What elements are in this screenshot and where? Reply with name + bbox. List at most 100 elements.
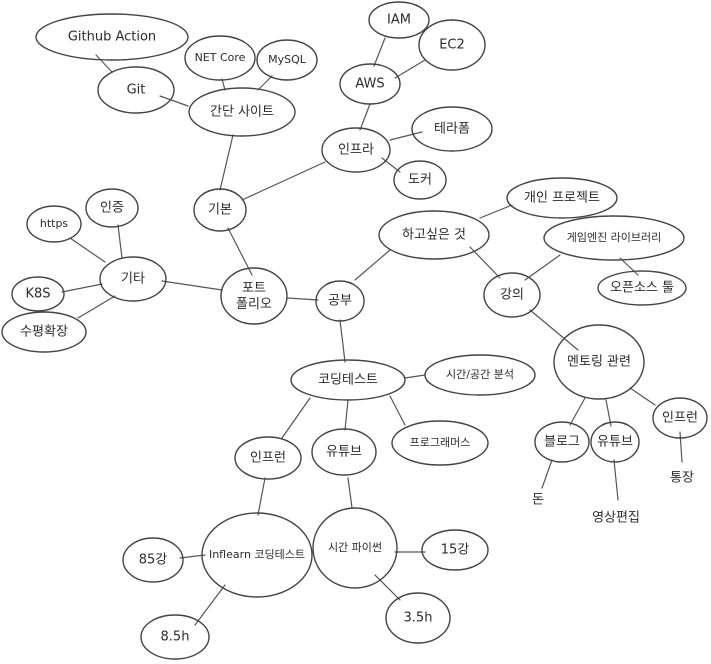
node-horizontal-scaling-label: 수평확장 [20,325,68,340]
node-youtube[interactable]: 유튜브 [311,428,377,476]
edge-aws-iam [373,37,386,67]
node-want[interactable]: 하고싶은 것 [378,210,490,260]
node-hours-35[interactable]: 3.5h [385,592,451,644]
node-coding-test-label: 코딩테스트 [318,373,378,388]
node-programmers[interactable]: 프로그래머스 [391,420,489,466]
node-mysql[interactable]: MySQL [256,39,318,81]
edge-want-personal [479,204,513,219]
edge-center-want [354,249,391,281]
edge-youtube-time [347,477,353,509]
edge-etc-auth [117,224,123,259]
node-lecture[interactable]: 강의 [483,272,541,318]
node-auth-label: 인증 [100,201,124,216]
node-inflearn-m-label: 인프런 [662,411,698,426]
node-net-core-label: NET Core [195,51,246,64]
edge-center-coding [339,319,346,363]
edge-etc-k8s [61,283,103,293]
edge-etc-scaling [77,295,116,319]
edge-mentoring-inflearn [629,387,656,406]
node-inflearn-m[interactable]: 인프런 [652,397,708,439]
node-terraform-label: 테라폼 [434,122,470,137]
node-github-action[interactable]: Github Action [35,13,189,61]
node-git[interactable]: Git [97,66,175,114]
node-inflearn-course[interactable]: Inflearn 코딩테스트 [201,512,313,598]
node-count-15[interactable]: 15강 [421,529,489,571]
node-simple-site[interactable]: 간단 사이트 [188,87,296,137]
node-terraform[interactable]: 테라폼 [411,106,493,152]
node-personal-project[interactable]: 개인 프로젝트 [506,177,618,219]
node-https[interactable]: https [26,205,82,243]
node-programmers-label: 프로그래머스 [410,436,471,449]
node-algorithm-label: 시간/공간 분석 [446,368,514,381]
edge-time-35 [374,574,401,601]
edge-course-85h [194,584,226,626]
node-game-library[interactable]: 게임엔진 라이브러리 [543,215,685,261]
node-docker-label: 도커 [408,173,432,188]
node-center[interactable]: 공부 [315,280,365,322]
edge-inflearn-pay [679,431,683,463]
node-coding-test[interactable]: 코딩테스트 [290,359,406,401]
node-infra[interactable]: 인프라 [321,127,391,173]
node-personal-project-label: 개인 프로젝트 [524,191,600,206]
node-time-python[interactable]: 시간 파이썬 [312,507,398,589]
node-docker[interactable]: 도커 [393,160,447,200]
node-inflearn[interactable]: 인프런 [234,436,302,480]
edge-game-opensource [619,257,639,276]
node-hours-85[interactable]: 8.5h [140,614,210,660]
node-horizontal-scaling[interactable]: 수평확장 [1,311,87,353]
label-video-edit: 영상편집 [592,511,640,526]
edge-simplesite-mysql [257,75,273,91]
label-money: 돈 [532,493,544,508]
node-git-label: Git [127,83,146,98]
edge-infra-docker [381,157,401,173]
edge-infra-terraform [389,131,423,141]
node-basic[interactable]: 기본 [193,188,247,232]
node-iam[interactable]: IAM [368,1,430,39]
edge-youtube-edit [613,459,619,501]
edge-git-githubaction [95,54,113,73]
node-aws-label: AWS [355,77,384,92]
node-k8s-label: K8S [25,287,50,302]
node-blog-label: 블로그 [544,435,580,450]
node-center-label: 공부 [328,294,352,309]
node-want-label: 하고싶은 것 [402,228,466,243]
node-auth[interactable]: 인증 [85,188,139,228]
edge-lecture-game [524,254,561,281]
node-hours-35-label: 3.5h [404,611,433,626]
edge-mentoring-blog [569,397,586,426]
node-basic-label: 기본 [208,203,232,218]
node-etc[interactable]: 기타 [99,256,167,302]
node-count-15-label: 15강 [441,543,470,558]
edge-portfolio-basic [227,227,253,276]
node-ec2[interactable]: EC2 [418,19,486,71]
node-opensource[interactable]: 오픈소스 툴 [597,270,687,306]
node-infra-label: 인프라 [338,143,374,158]
edge-simplesite-git [159,95,189,107]
node-hours-85-label: 8.5h [161,630,190,645]
node-inflearn-course-label: Inflearn 코딩테스트 [209,548,305,561]
node-game-library-label: 게임엔진 라이브러리 [567,231,662,244]
edge-aws-ec2 [394,59,426,79]
node-mysql-label: MySQL [268,53,307,66]
edge-center-portfolio [287,297,319,301]
node-blog[interactable]: 블로그 [534,421,590,463]
label-pay: 통장 [670,471,694,486]
node-k8s[interactable]: K8S [11,276,65,312]
edge-coding-algorithm [404,374,426,379]
node-youtube-m[interactable]: 유튜브 [590,421,640,463]
node-simple-site-label: 간단 사이트 [210,105,274,120]
node-etc-label: 기타 [121,272,145,287]
edge-basic-simplesite [219,134,234,191]
edge-basic-infra [241,161,326,201]
edge-coding-inflearn [281,397,311,439]
node-aws[interactable]: AWS [339,63,401,105]
node-count-85[interactable]: 85강 [122,537,184,583]
node-inflearn-label: 인프런 [250,451,286,466]
node-algorithm[interactable]: 시간/공간 분석 [424,354,536,396]
node-mentoring[interactable]: 멘토링 관련 [553,324,645,400]
node-net-core[interactable]: NET Core [184,35,256,81]
